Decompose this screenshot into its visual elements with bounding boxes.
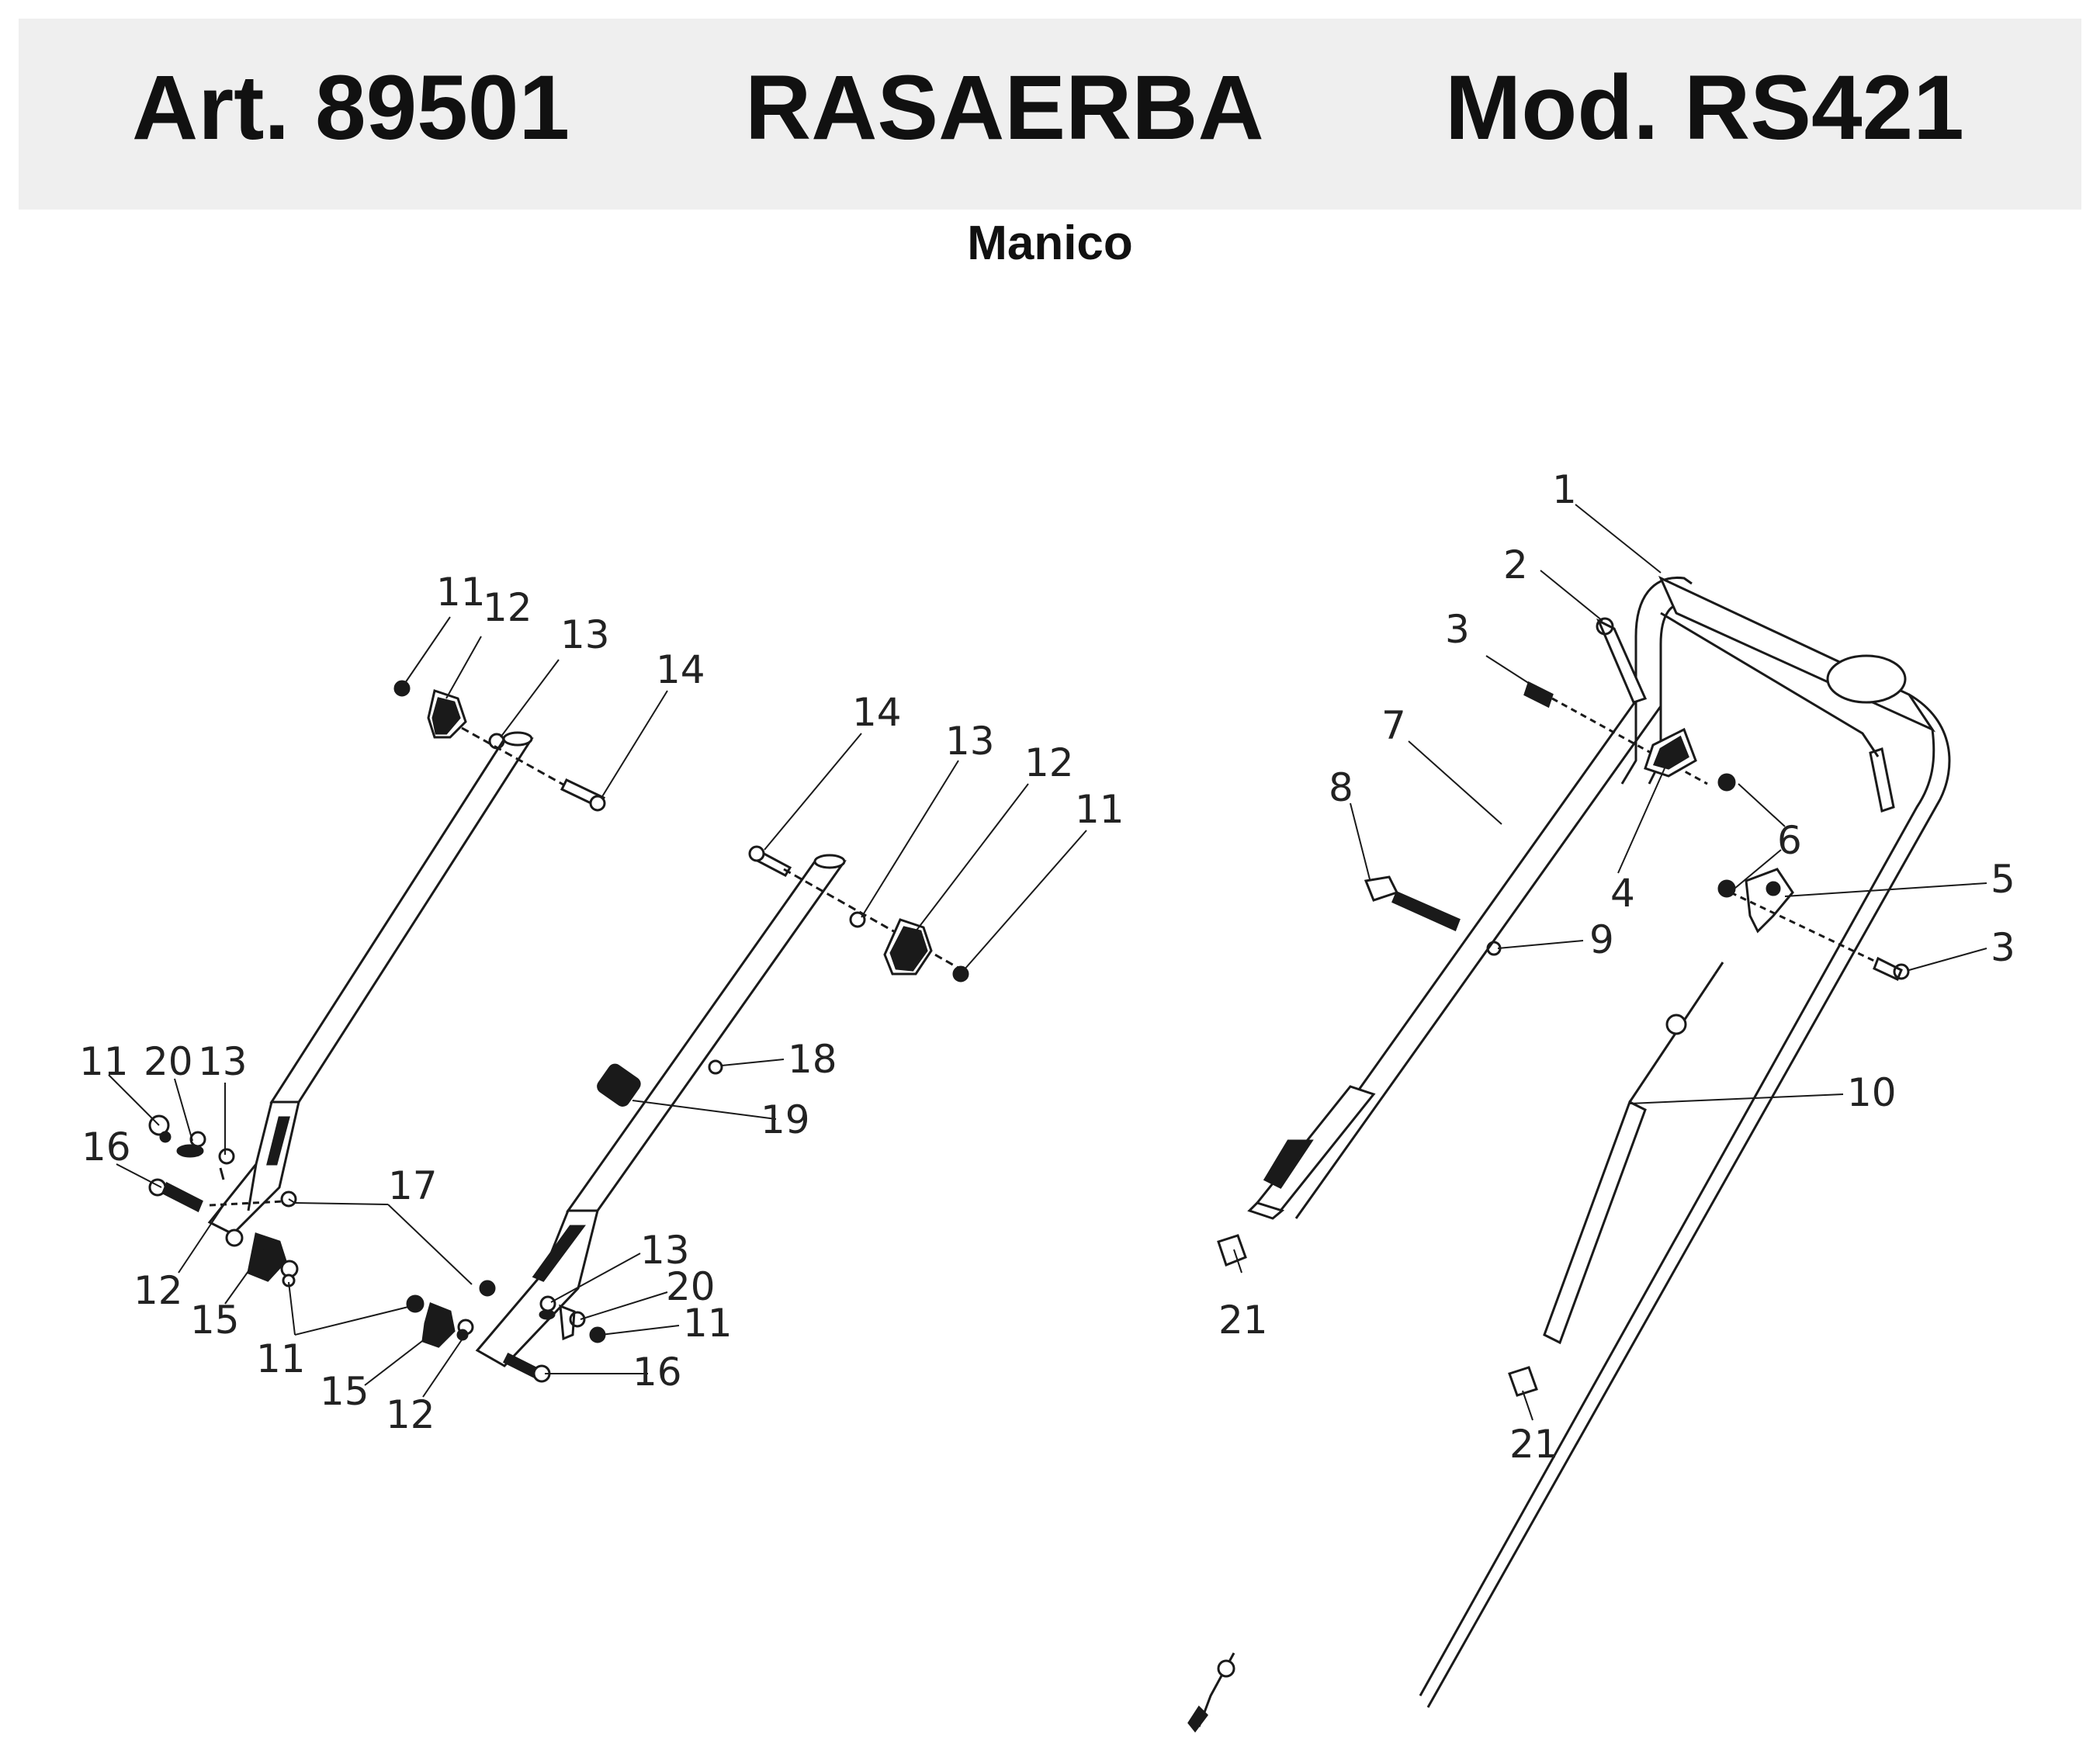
part-label-1: 1 (1552, 467, 1577, 512)
part-label-12: 12 (483, 585, 532, 630)
part-label-12: 12 (133, 1268, 183, 1313)
product-name: RASAERBA (745, 57, 1264, 159)
lower-handle-right-tube (475, 854, 847, 1367)
part-label-10: 10 (1847, 1070, 1897, 1115)
cable-guide-parts (597, 1059, 723, 1107)
part-label-14: 14 (656, 647, 705, 692)
part-label-16: 16 (632, 1350, 682, 1395)
model-number: Mod. RS421 (1445, 57, 1964, 159)
part-label-13: 13 (640, 1228, 690, 1273)
part-label-18: 18 (788, 1037, 837, 1082)
part-label-21: 21 (1218, 1298, 1268, 1343)
part-label-12: 12 (1024, 740, 1074, 785)
handle-hardware-right (1217, 612, 1910, 1397)
part-label-2: 2 (1503, 542, 1528, 587)
part-label-11: 11 (683, 1301, 733, 1346)
part-label-7: 7 (1381, 703, 1406, 748)
part-label-11: 11 (79, 1039, 129, 1084)
part-label-8: 8 (1329, 765, 1353, 810)
part-label-20: 20 (666, 1264, 716, 1309)
part-label-13: 13 (560, 612, 610, 657)
part-label-13: 13 (198, 1039, 248, 1084)
part-label-11: 11 (256, 1336, 306, 1381)
diagram-subtitle: Manico (967, 217, 1133, 270)
leader-lines-left (108, 616, 1087, 1398)
lower-rod-and-cable (1187, 962, 1724, 1733)
bottom-right-hardware (406, 1294, 606, 1383)
part-label-14: 14 (852, 690, 902, 735)
part-label-16: 16 (81, 1125, 131, 1170)
bottom-left-hardware (148, 1114, 496, 1297)
part-label-20: 20 (144, 1039, 193, 1084)
part-label-5: 5 (1991, 857, 2015, 902)
lower-handle-left-tube (207, 731, 534, 1235)
top-right-knob-assembly (748, 845, 969, 983)
top-left-knob-assembly (393, 680, 606, 812)
part-label-9: 9 (1589, 917, 1614, 962)
leader-lines-right (1233, 504, 1987, 1421)
header-band (19, 19, 2081, 210)
upper-handle-frame (1247, 575, 1951, 1708)
part-label-13: 13 (945, 719, 995, 764)
part-label-4: 4 (1610, 871, 1635, 916)
part-label-12: 12 (386, 1392, 435, 1437)
part-label-19: 19 (761, 1097, 810, 1142)
part-label-3: 3 (1991, 925, 2015, 970)
part-label-15: 15 (190, 1298, 240, 1343)
article-number: Art. 89501 (132, 57, 570, 159)
part-label-21: 21 (1509, 1422, 1559, 1467)
part-label-11: 11 (1075, 787, 1125, 832)
part-label-15: 15 (320, 1369, 369, 1414)
part-label-11: 11 (436, 570, 486, 615)
part-label-17: 17 (388, 1163, 438, 1208)
part-label-3: 3 (1445, 607, 1470, 652)
part-label-6: 6 (1777, 818, 1802, 863)
